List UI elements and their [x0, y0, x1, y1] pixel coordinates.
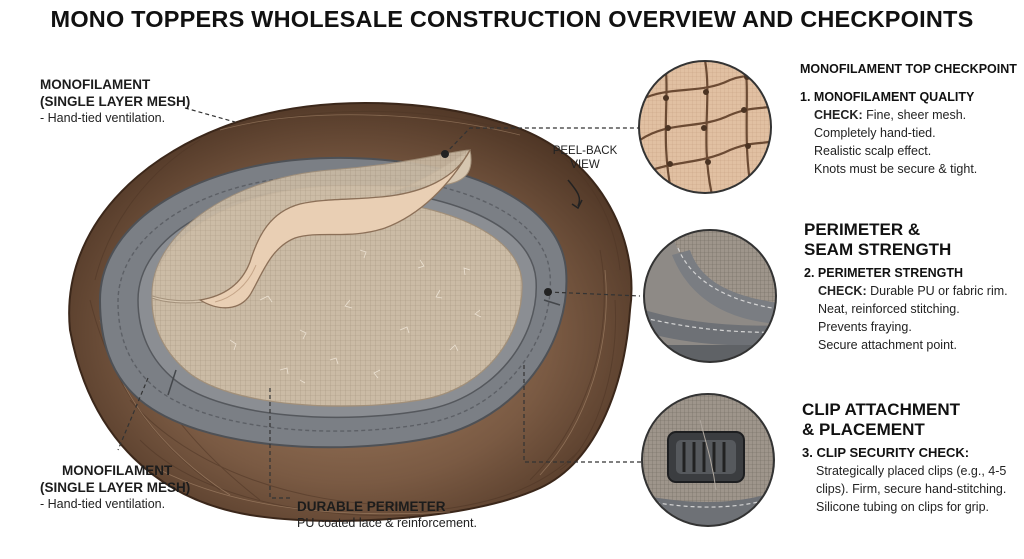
checkpoint-clip-line: Strategically placed clips (e.g., 4-5: [816, 464, 1007, 478]
peel-back-line2: VIEW: [570, 159, 600, 171]
page-title: MONO TOPPERS WHOLESALE CONSTRUCTION OVER…: [50, 6, 974, 32]
mono-label-top: MONOFILAMENT (SINGLE LAYER MESH) - Hand-…: [40, 76, 190, 127]
mono-label-bottom-line1: MONOFILAMENT: [62, 463, 173, 478]
checkpoint-perimeter-section-line1: PERIMETER &: [804, 220, 921, 239]
checkpoint-clip: CLIP ATTACHMENT & PLACEMENT 3. CLIP SECU…: [802, 400, 1024, 516]
peel-back-label: PEEL-BACK VIEW: [552, 144, 618, 172]
checkpoint-mono-section: MONOFILAMENT TOP CHECKPOINT: [800, 62, 1017, 76]
mono-label-top-desc: - Hand-tied ventilation.: [40, 111, 166, 125]
checkpoint-mono-check-word: CHECK:: [814, 108, 863, 122]
checkpoint-perimeter-line: Secure attachment point.: [818, 338, 957, 352]
checkpoint-mono-first-line: Fine, sheer mesh.: [866, 108, 967, 122]
checkpoint-mono-line: Knots must be secure & tight.: [814, 162, 978, 176]
perimeter-closeup-circle: [643, 229, 777, 363]
mono-label-bottom-line2: (SINGLE LAYER MESH): [40, 480, 191, 495]
checkpoint-mono-line: Completely hand-tied.: [814, 126, 936, 140]
checkpoint-clip-title: CLIP SECURITY CHECK:: [816, 445, 970, 460]
perimeter-label-desc: PU coated lace & reinforcement.: [297, 516, 477, 530]
checkpoint-mono-title: MONOFILAMENT QUALITY: [813, 90, 975, 104]
checkpoint-perimeter-first-line: Durable PU or fabric rim.: [870, 284, 1008, 298]
checkpoint-clip-section-line1: CLIP ATTACHMENT: [802, 400, 961, 419]
checkpoint-clip-line: Silicone tubing on clips for grip.: [816, 500, 990, 514]
checkpoint-perimeter: PERIMETER & SEAM STRENGTH 2. PERIMETER S…: [804, 220, 1024, 354]
peel-back-line1: PEEL-BACK: [552, 145, 618, 157]
checkpoint-clip-section-line2: & PLACEMENT: [802, 420, 925, 439]
checkpoint-perimeter-check-word: CHECK:: [818, 284, 867, 298]
mono-label-bottom: MONOFILAMENT (SINGLE LAYER MESH) - Hand-…: [40, 462, 190, 513]
checkpoint-perimeter-num: 2.: [804, 266, 815, 280]
mono-label-bottom-desc: - Hand-tied ventilation.: [40, 497, 166, 511]
perimeter-label-head: DURABLE PERIMETER: [297, 499, 446, 514]
checkpoint-clip-line: clips). Firm, secure hand-stitching.: [816, 482, 1007, 496]
checkpoint-perimeter-title: PERIMETER STRENGTH: [817, 266, 964, 280]
checkpoint-mono-line: Realistic scalp effect.: [814, 144, 932, 158]
mono-label-top-line1: MONOFILAMENT: [40, 77, 151, 92]
clip-closeup-circle: [641, 393, 775, 527]
checkpoint-mono: MONOFILAMENT TOP CHECKPOINT 1. MONOFILAM…: [800, 62, 1024, 178]
checkpoint-clip-num: 3.: [802, 445, 813, 460]
perimeter-label: DURABLE PERIMETER PU coated lace & reinf…: [297, 498, 477, 532]
checkpoint-perimeter-line: Neat, reinforced stitching.: [818, 302, 960, 316]
mono-closeup-circle: [638, 60, 772, 194]
checkpoint-mono-num: 1.: [800, 90, 811, 104]
checkpoint-perimeter-line: Prevents fraying.: [818, 320, 912, 334]
mono-label-top-line2: (SINGLE LAYER MESH): [40, 94, 191, 109]
checkpoint-perimeter-section-line2: SEAM STRENGTH: [804, 240, 952, 259]
